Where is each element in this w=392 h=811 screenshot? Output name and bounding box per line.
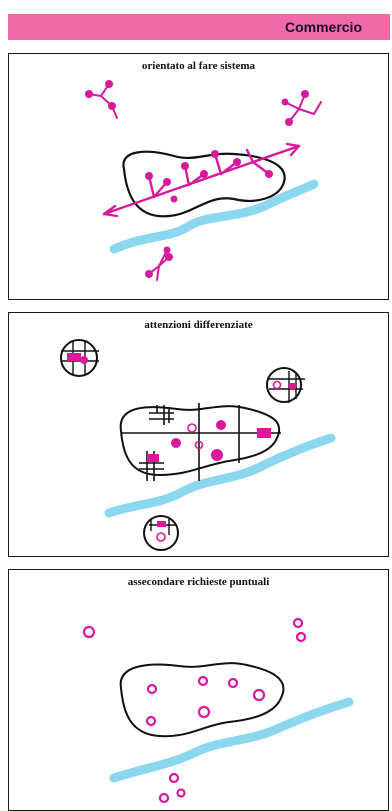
panel-title-orientato: orientato al fare sistema — [141, 60, 256, 72]
activity-nodes — [145, 150, 273, 203]
urban-area-outline — [119, 662, 285, 738]
request-points — [82, 617, 307, 804]
river-stroke — [109, 179, 319, 254]
network-top-left — [88, 83, 118, 119]
urban-area-outline — [119, 405, 281, 477]
focus-circle-top-left — [60, 339, 99, 377]
network-top-right — [284, 93, 322, 123]
panel-assecondare: assecondare richieste puntuali — [8, 569, 389, 811]
focus-circle-top-right — [266, 367, 305, 403]
urban-area-outline — [122, 150, 286, 218]
river-stroke — [109, 697, 354, 783]
network-bottom — [148, 249, 170, 281]
section-title: Commercio — [284, 19, 362, 35]
diagram-orientato — [85, 80, 322, 281]
focus-points — [147, 420, 271, 462]
river-stroke — [104, 433, 336, 518]
panel-attenzioni: attenzioni differenziate — [8, 312, 389, 557]
panel-title-assecondare: assecondare richieste puntuali — [127, 576, 270, 588]
panel-title-attenzioni: attenzioni differenziate — [144, 319, 253, 331]
focus-circle-bottom — [143, 515, 179, 551]
diagram-attenzioni — [60, 339, 336, 551]
diagram-assecondare — [82, 617, 354, 804]
panel-orientato: orientato al fare sistema — [8, 53, 389, 300]
focus-rings — [187, 423, 204, 450]
section-header: Commercio — [8, 14, 390, 40]
